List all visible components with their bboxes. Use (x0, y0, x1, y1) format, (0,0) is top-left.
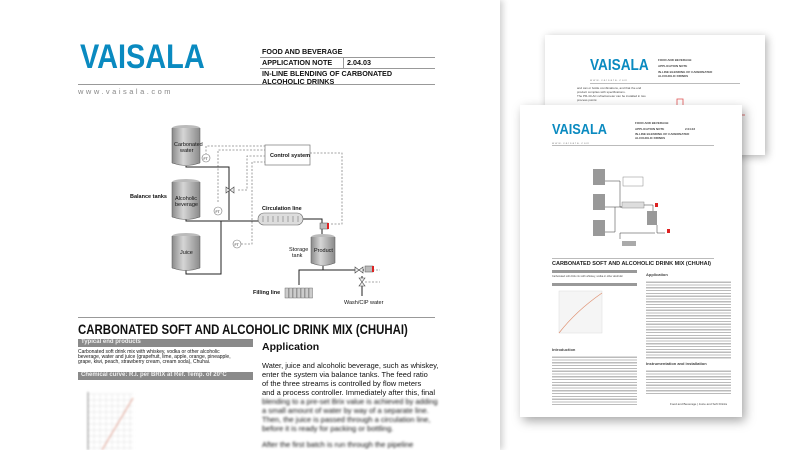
mini-curve-chart (558, 290, 603, 334)
vaisala-logo: VAISALA (590, 57, 649, 74)
mini-doctype: APPLICATION NOTE (658, 64, 688, 68)
label-tank: tank (292, 253, 303, 259)
application-line: of the three streams is controlled by fl… (262, 379, 422, 388)
brix-curve-chart (87, 392, 134, 450)
process-diagram: FT FT FT Carbonated water Alcoholic beve… (130, 125, 384, 306)
refractometer-sensor-icon (364, 265, 374, 273)
mini-category: FOOD AND BEVERAGE (658, 58, 692, 62)
mini-doctype: APPLICATION NOTE (635, 127, 665, 131)
svg-text:FT: FT (235, 243, 240, 247)
section-title: CARBONATED SOFT AND ALCOHOLIC DRINK MIX … (78, 321, 408, 337)
website-url: www.vaisala.com (78, 87, 174, 96)
flow-transmitter-icon (201, 153, 211, 163)
mini-title2: ALCOHOLIC DRINKS (658, 74, 689, 78)
application-heading: Application (262, 341, 320, 353)
typical-line: grape, kiwi, peach, strawberry cream, cr… (78, 358, 211, 365)
mini-title: IN-LINE BLENDING OF CARBONATED (635, 132, 690, 136)
application-line: blending to a pre-set Brix value is achi… (262, 397, 438, 406)
typical-line: beverage, water and juice (grapefruit, l… (78, 353, 231, 360)
control-valve-icon (225, 186, 235, 194)
mini-text: process points: (577, 97, 598, 102)
website-url: www.vaisala.com (590, 78, 629, 82)
mini-title2: ALCOHOLIC DRINKS (635, 136, 666, 140)
application-line: Then, the juice is passed through a circ… (262, 415, 431, 424)
mini-diagram (593, 169, 670, 246)
mini-text: Carbonated soft drink mix with whiskey, … (552, 274, 623, 278)
header-doc-number: 2.04.03 (347, 58, 371, 67)
svg-text:FT: FT (216, 210, 221, 214)
mini-heading-application: Application (646, 272, 668, 277)
label-juice: Juice (180, 250, 193, 256)
vaisala-logo: VAISALA (80, 38, 205, 76)
label-storage: Storage (289, 247, 308, 253)
application-line: a small amount of water by way of a sepa… (262, 406, 429, 415)
valve-icon (354, 266, 364, 274)
tank-juice (171, 233, 201, 271)
header-category: FOOD AND BEVERAGE (262, 47, 343, 56)
circulation-line-tube (257, 212, 304, 226)
header-title-line1: IN-LINE BLENDING OF CARBONATED (262, 68, 393, 78)
tank-alcoholic-beverage (171, 179, 201, 220)
application-line: After the first batch is run through the… (262, 440, 414, 449)
label-wash-cip: Wash/CIP water (344, 300, 384, 306)
mini-docnumber: 2.04.03 (685, 127, 696, 131)
typical-line: Carbonated soft drink mix with whiskey, … (78, 349, 220, 355)
label-balance-tanks: Balance tanks (130, 194, 167, 200)
chemical-curve-header: Chemical curve: R.I. per BRIX at Ref. Te… (78, 372, 253, 380)
mini-footer: Food and Beverage | Juice and Soft Drink… (670, 402, 728, 406)
mini-heading-introduction: Introduction (552, 347, 576, 352)
label-alcoholic: Alcoholic (175, 196, 197, 202)
mini-category: FOOD AND BEVERAGE (635, 121, 669, 125)
refractometer-sensor-icon (319, 222, 329, 230)
mini-text: product complies with specifications. (577, 89, 626, 94)
main-page: VAISALA www.vaisala.com FOOD AND BEVERAG… (78, 38, 439, 450)
vaisala-logo: VAISALA (552, 121, 608, 138)
application-line: enter the system via balance tanks. The … (262, 370, 428, 379)
typical-products-header: Typical end products (78, 339, 253, 347)
application-line: before it is ready for packing or bottli… (262, 424, 394, 433)
tank-carbonated-water (171, 125, 201, 166)
mini-text-block (646, 369, 731, 394)
label-control-system: Control system (270, 153, 310, 159)
mini-text: The PR-43-AC refractometer can be instal… (577, 94, 646, 98)
label-beverage: beverage (175, 202, 198, 208)
mini-title: IN-LINE BLENDING OF CARBONATED (658, 70, 713, 74)
website-url: www.vaisala.com (552, 141, 591, 145)
bottles-icon (284, 287, 313, 299)
label-filling-line: Filling line (253, 290, 280, 296)
mini-text-block (552, 355, 637, 405)
front-page-preview: VAISALA www.vaisala.com FOOD AND BEVERAG… (520, 105, 742, 417)
valve-icon (358, 277, 366, 287)
tank-product (310, 234, 336, 266)
mini-heading-instrumentation: Instrumentation and installation (646, 361, 707, 366)
flow-transmitter-icon (213, 206, 223, 216)
application-line: Water, juice and alcoholic beverage, suc… (262, 361, 439, 370)
application-line: and a process controller. Immediately af… (262, 388, 435, 397)
svg-text:FT: FT (204, 157, 209, 161)
header-doc-type: APPLICATION NOTE (262, 58, 333, 67)
mini-section-title: CARBONATED SOFT AND ALCOHOLIC DRINK MIX … (552, 261, 711, 267)
mini-text: and can or bottle combinations, and that… (577, 86, 642, 90)
label-product: Product (314, 248, 333, 254)
control-system-box (264, 144, 311, 166)
header-title-line2: ALCOHOLIC DRINKS (262, 76, 335, 86)
label-circulation-line: Circulation line (262, 206, 302, 212)
label-water: water (179, 148, 194, 154)
label-carbonated: Carbonated (174, 142, 203, 148)
flow-transmitter-icon (232, 239, 242, 249)
mini-text-block (646, 280, 731, 360)
